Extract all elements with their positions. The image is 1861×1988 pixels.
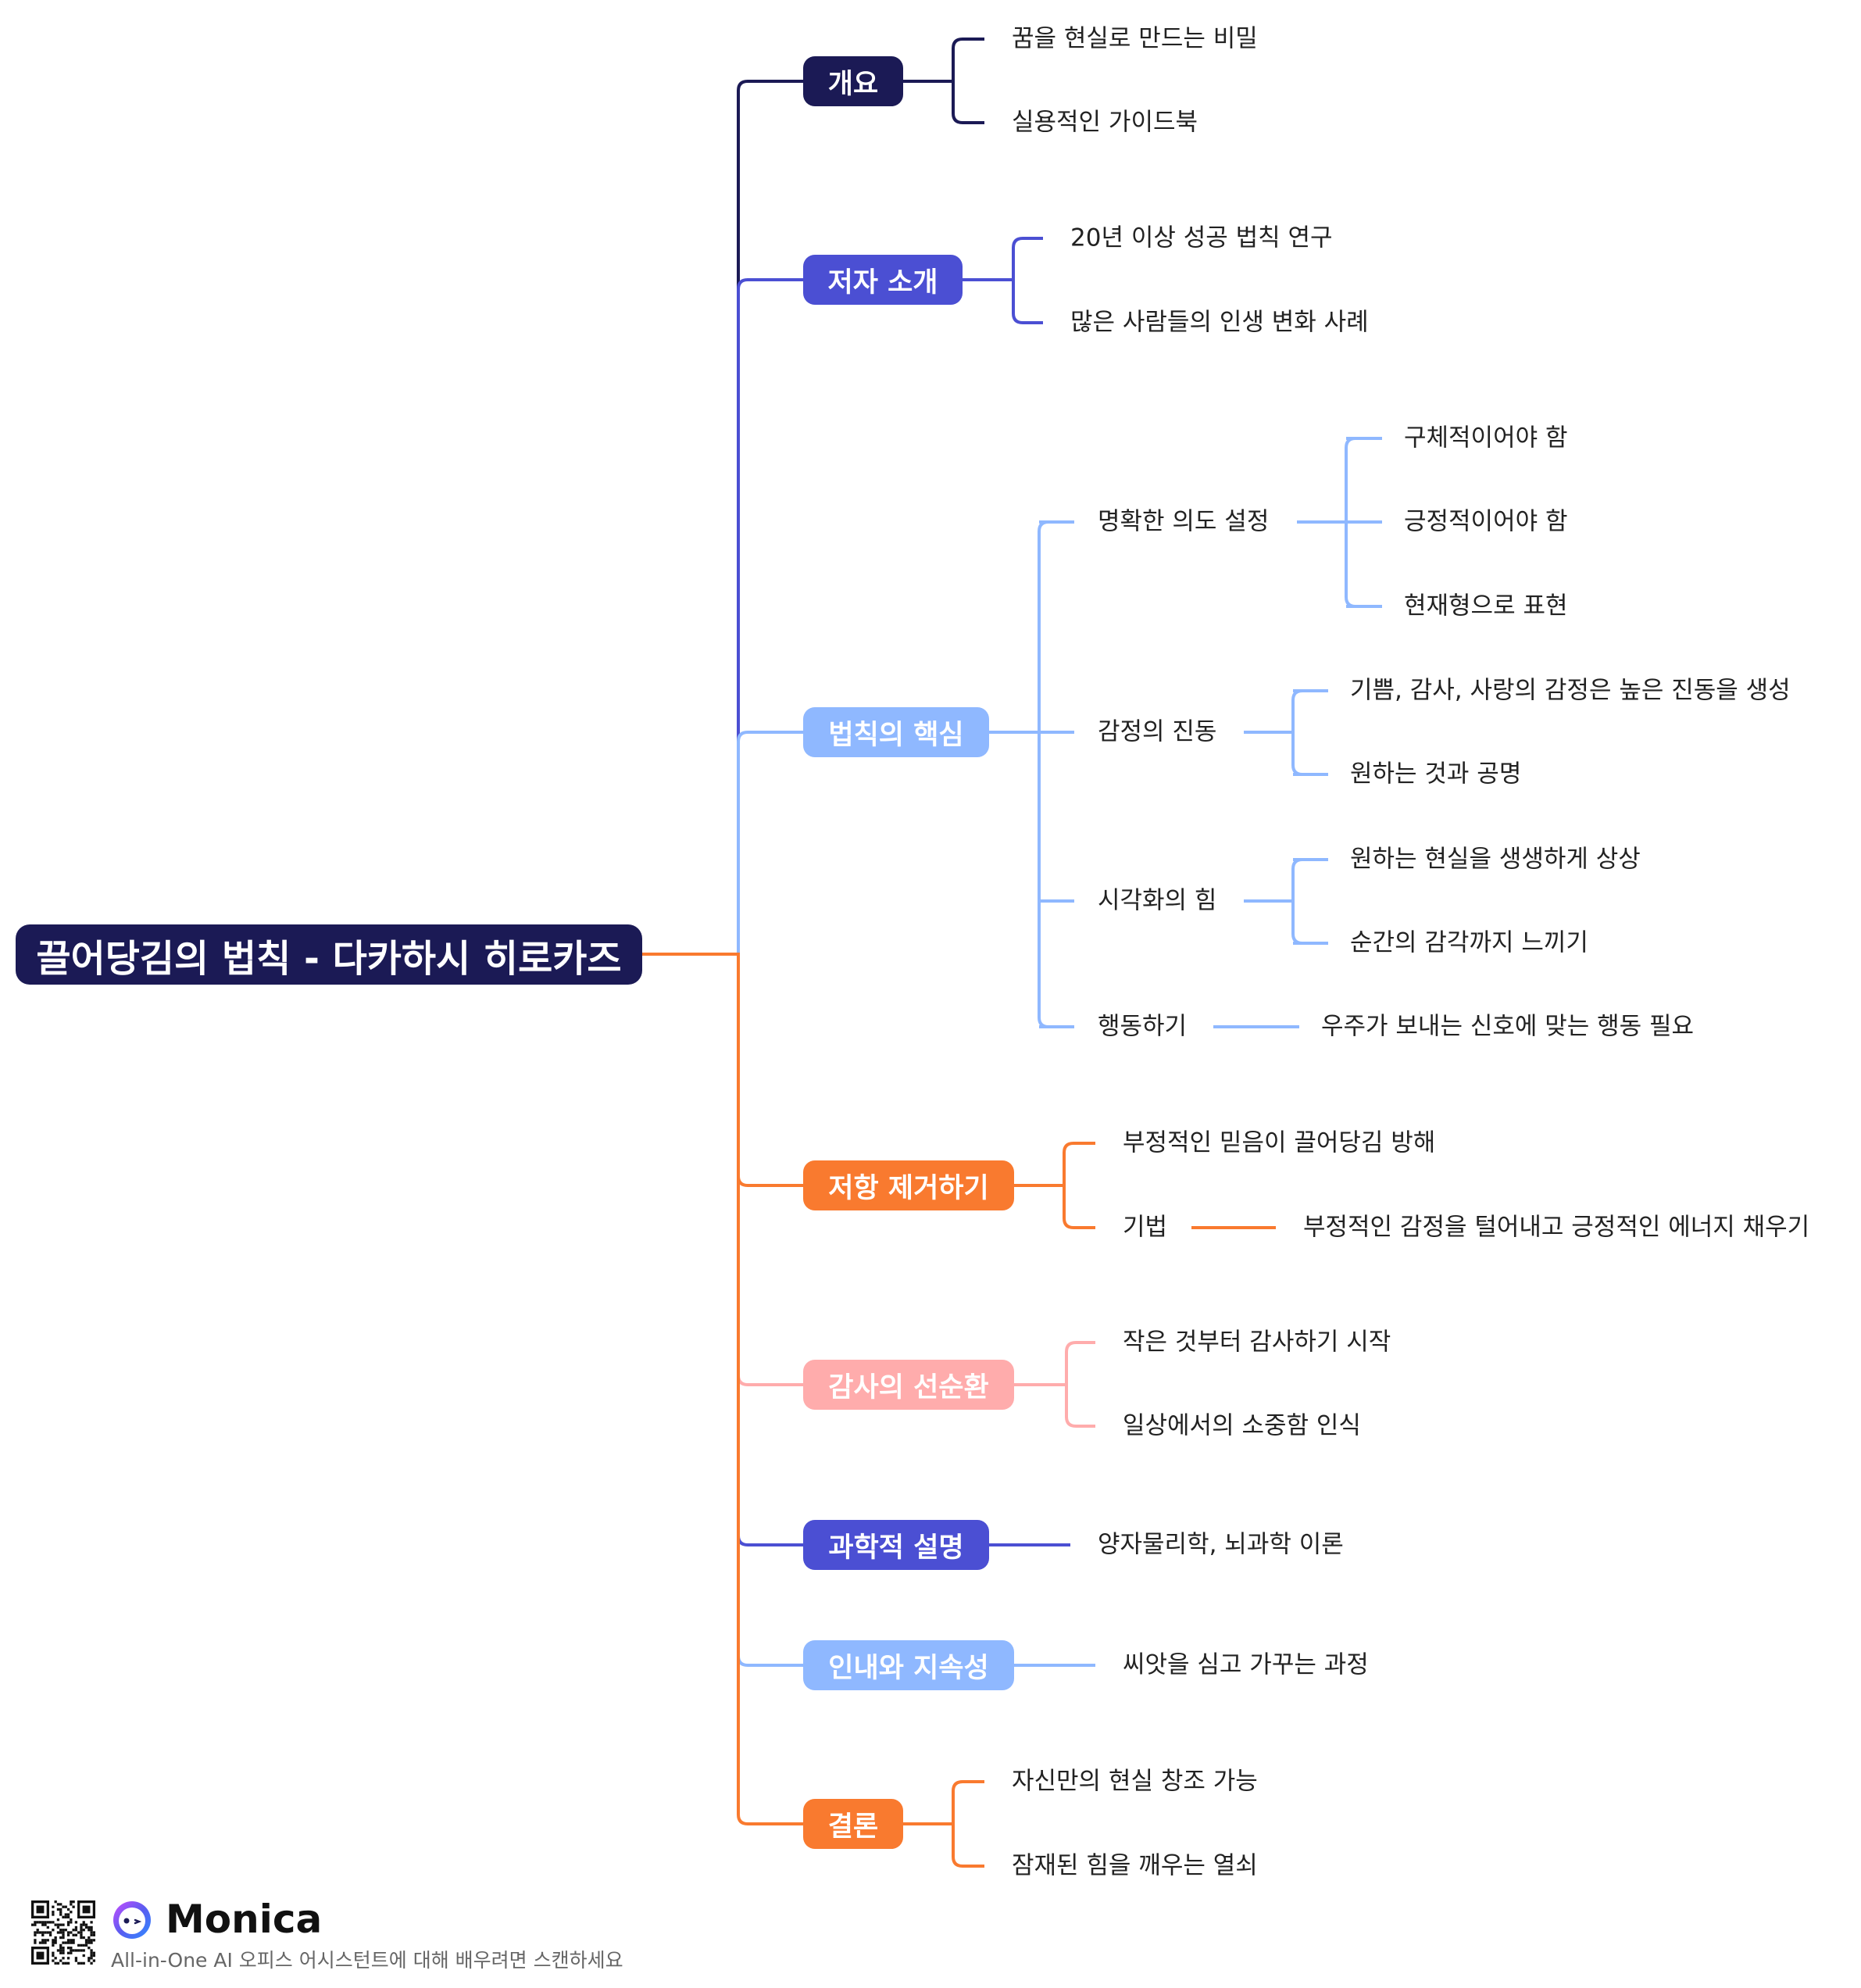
trunk-link-5	[642, 953, 803, 1546]
core-sub-1[interactable]: 감정의 진동	[1098, 717, 1217, 746]
resist-leaf-1[interactable]: 기법	[1123, 1213, 1168, 1242]
branch-bracket-4	[1065, 1341, 1095, 1428]
branch-node-1[interactable]: 저자 소개	[803, 255, 963, 305]
branch-bracket-1	[1012, 237, 1043, 324]
resist-leaf-1-0[interactable]: 부정적인 감정을 털어내고 긍정적인 에너지 채우기	[1303, 1213, 1810, 1242]
core-leaf-2-0[interactable]: 원하는 현실을 생생하게 상상	[1350, 845, 1641, 874]
core-leaf-1-1[interactable]: 원하는 것과 공명	[1350, 760, 1522, 788]
branch-node-5[interactable]: 과학적 설명	[803, 1520, 989, 1570]
core-leaf-0-0[interactable]: 구체적이어야 함	[1404, 424, 1568, 452]
core-leaf-0-1[interactable]: 긍정적이어야 함	[1404, 507, 1568, 536]
brand-name: Monica	[166, 1897, 323, 1942]
branch-6-leaf-0[interactable]: 씨앗을 심고 가꾸는 과정	[1123, 1650, 1369, 1679]
resist-bracket	[1063, 1142, 1095, 1229]
branch-node-0[interactable]: 개요	[803, 56, 903, 106]
footer-tagline: All-in-One AI 오피스 어시스턴트에 대해 배우려면 스캔하세요	[111, 1949, 623, 1972]
monica-logo-icon	[113, 1901, 151, 1939]
branch-label: 인내와 지속성	[828, 1652, 989, 1684]
trunk-link-3	[642, 953, 803, 1187]
branch-1-leaf-1[interactable]: 많은 사람들의 인생 변화 사례	[1070, 308, 1369, 337]
branch-label: 저항 제거하기	[828, 1172, 989, 1204]
branch-bracket-7	[952, 1780, 984, 1868]
branch-4-leaf-0[interactable]: 작은 것부터 감사하기 시작	[1123, 1328, 1391, 1357]
branch-0-leaf-0[interactable]: 꿈을 현실로 만드는 비밀	[1012, 24, 1258, 53]
trunk-link-2	[642, 731, 803, 956]
trunk-link-4	[642, 953, 803, 1386]
core-leaf-1-0[interactable]: 기쁨, 감사, 사랑의 감정은 높은 진동을 생성	[1350, 676, 1791, 705]
trunk-link-6	[642, 953, 803, 1667]
branch-0-leaf-1[interactable]: 실용적인 가이드북	[1012, 108, 1198, 137]
branch-label: 개요	[827, 68, 879, 100]
branch-bracket-0	[952, 38, 984, 124]
core-sub-bracket-2	[1291, 858, 1328, 945]
branch-label: 결론	[827, 1811, 879, 1843]
trunk-link-0	[642, 80, 803, 956]
root-node[interactable]: 끌어당김의 법칙 - 다카하시 히로카즈	[16, 924, 642, 985]
root-label: 끌어당김의 법칙 - 다카하시 히로카즈	[36, 936, 622, 981]
core-leaf-0-2[interactable]: 현재형으로 표현	[1404, 592, 1568, 620]
qr-code-icon	[31, 1900, 95, 1965]
branch-label: 저자 소개	[827, 266, 938, 299]
core-leaf-2-1[interactable]: 순간의 감각까지 느끼기	[1350, 928, 1588, 957]
trunk-link-7	[642, 953, 803, 1825]
trunk-link-1	[642, 278, 803, 956]
core-sub-3[interactable]: 행동하기	[1098, 1012, 1188, 1041]
branch-label: 과학적 설명	[828, 1532, 964, 1564]
core-sub-2[interactable]: 시각화의 힘	[1098, 886, 1217, 915]
branch-node-7[interactable]: 결론	[803, 1799, 903, 1849]
branch-7-leaf-0[interactable]: 자신만의 현실 창조 가능	[1012, 1767, 1258, 1796]
branch-1-leaf-0[interactable]: 20년 이상 성공 법칙 연구	[1070, 223, 1333, 252]
branch-7-leaf-1[interactable]: 잠재된 힘을 깨우는 열쇠	[1012, 1851, 1258, 1880]
core-bracket	[1038, 520, 1074, 1028]
branch-node-2[interactable]: 법칙의 핵심	[803, 707, 989, 757]
footer: Monica All-in-One AI 오피스 어시스턴트에 대해 배우려면 …	[31, 1897, 734, 1983]
branch-4-leaf-1[interactable]: 일상에서의 소중함 인식	[1123, 1411, 1361, 1440]
branch-node-6[interactable]: 인내와 지속성	[803, 1640, 1014, 1690]
branch-node-3[interactable]: 저항 제거하기	[803, 1160, 1014, 1210]
core-leaf-3-0[interactable]: 우주가 보내는 신호에 맞는 행동 필요	[1321, 1012, 1695, 1041]
branch-label: 법칙의 핵심	[828, 719, 964, 751]
branch-5-leaf-0[interactable]: 양자물리학, 뇌과학 이론	[1098, 1530, 1344, 1559]
branch-label: 감사의 선순환	[828, 1371, 989, 1403]
core-sub-0[interactable]: 명확한 의도 설정	[1098, 507, 1270, 536]
resist-leaf-0[interactable]: 부정적인 믿음이 끌어당김 방해	[1123, 1128, 1436, 1157]
core-sub-bracket-1	[1291, 689, 1328, 776]
branch-node-4[interactable]: 감사의 선순환	[803, 1360, 1014, 1410]
